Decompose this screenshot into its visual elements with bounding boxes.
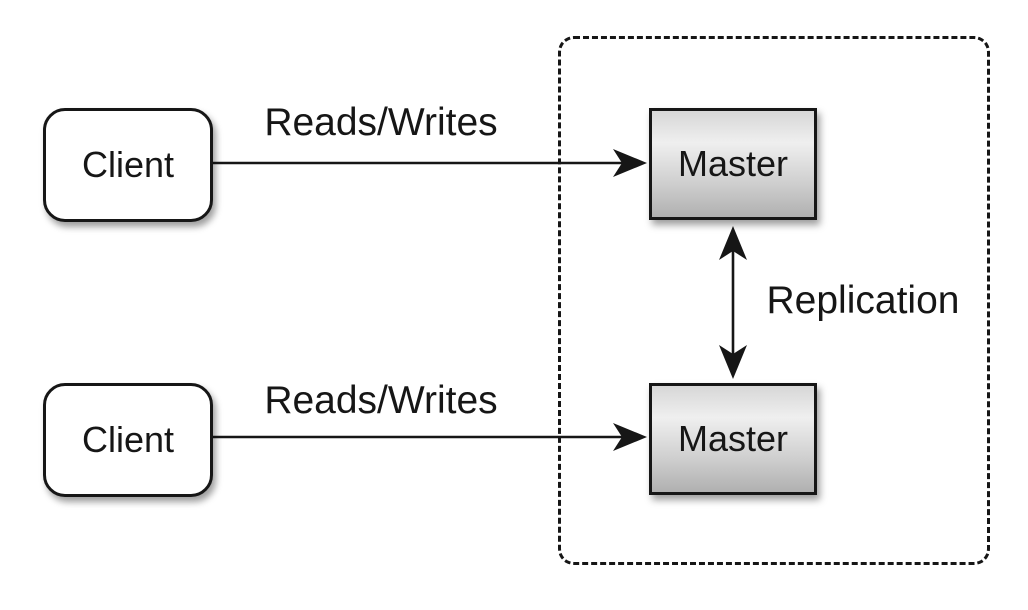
edge-label-reads-writes-bottom: Reads/Writes (264, 379, 498, 422)
edge-label-replication: Replication (766, 279, 960, 322)
node-client-bottom-label: Client (81, 419, 175, 460)
node-master-bottom-label: Master (677, 418, 789, 459)
replication-cluster-boundary (558, 36, 990, 565)
node-master-top-label: Master (677, 143, 789, 184)
node-client-bottom: Client (43, 383, 213, 497)
node-master-top: Master (649, 108, 817, 220)
edge-label-reads-writes-top: Reads/Writes (264, 101, 498, 144)
node-master-bottom: Master (649, 383, 817, 495)
node-client-top-label: Client (81, 144, 175, 185)
node-client-top: Client (43, 108, 213, 222)
